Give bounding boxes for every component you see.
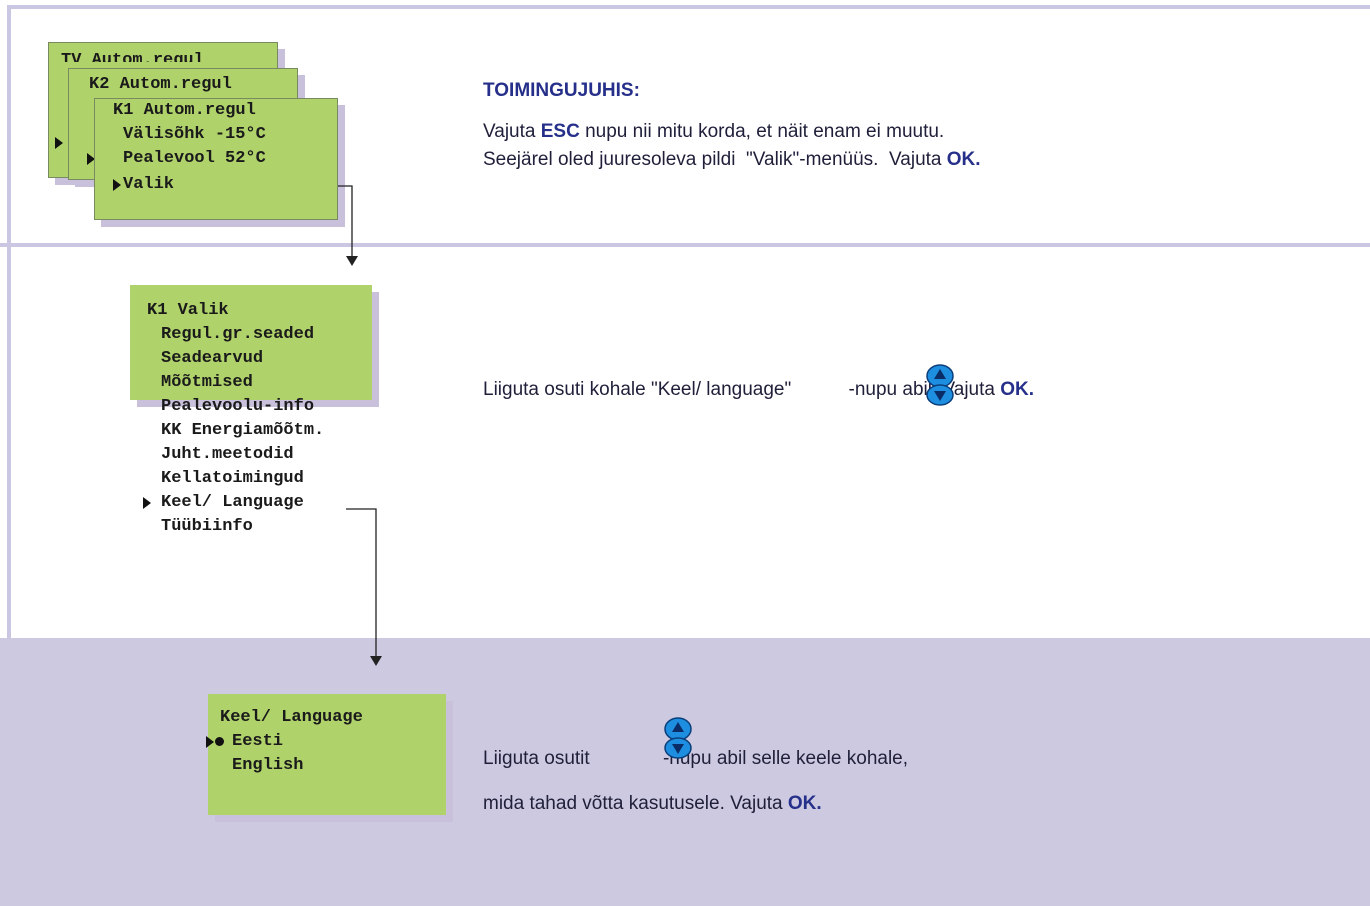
step1-line1-pre: Vajuta bbox=[483, 121, 541, 142]
step2-panel-border bbox=[7, 247, 11, 642]
ok-key-label-1: OK. bbox=[946, 149, 981, 170]
step3-line2-pre: mida tahad võtta kasutusele. Vajuta bbox=[483, 793, 788, 814]
language-screen-title: Keel/ Language bbox=[220, 708, 363, 727]
menu-item-tyyp: Tüübiinfo bbox=[161, 517, 253, 536]
step3-instruction-line1: Liiguta osutit -nupu abil selle keele ko… bbox=[483, 745, 908, 773]
panel-separator bbox=[0, 243, 1370, 247]
language-option-english: English bbox=[232, 756, 304, 775]
menu-item-keel: Keel/ Language bbox=[161, 493, 304, 512]
esc-key-label: ESC bbox=[540, 121, 580, 142]
menu-pointer-icon bbox=[143, 497, 151, 509]
step2-instr-post: -nupu abil. Vajuta bbox=[843, 379, 1001, 400]
up-down-arrow-button-icon bbox=[926, 364, 954, 406]
menu-item-regul: Regul.gr.seaded bbox=[161, 325, 315, 344]
lcd-screen-language: Keel/ Language Eesti English bbox=[206, 694, 446, 815]
valik-menu-title: K1 Valik bbox=[147, 301, 229, 320]
language-option-eesti: Eesti bbox=[232, 732, 284, 751]
step2-instr-pre: Liiguta osuti kohale "Keel/ language" bbox=[483, 379, 792, 400]
lcd-k1-outdoor-temp: Välisõhk -15°C bbox=[123, 125, 266, 144]
lcd-screen-k1: K1 Autom.regul Välisõhk -15°C Pealevool … bbox=[94, 98, 338, 220]
menu-item-kella: Kellatoimingud bbox=[161, 469, 304, 488]
lcd-k1-valik: Valik bbox=[123, 175, 175, 194]
ok-key-label-2: OK. bbox=[1000, 379, 1035, 400]
lcd-k1-supply-temp: Pealevool 52°C bbox=[123, 149, 266, 168]
step3-instruction-line2: mida tahad võtta kasutusele. Vajuta OK. bbox=[483, 790, 822, 818]
instructions-heading: TOIMINGUJUHIS: bbox=[483, 80, 640, 101]
menu-item-mootmised: Mõõtmised bbox=[161, 373, 253, 392]
menu-item-juht: Juht.meetodid bbox=[161, 445, 294, 464]
lcd-k2-title: K2 Autom.regul bbox=[89, 75, 232, 94]
lcd-tv-title: TV Autom.regul bbox=[61, 51, 204, 62]
step3-line1-pre: Liiguta osutit bbox=[483, 748, 590, 769]
step1-instruction-line2: Seejärel oled juuresoleva pildi "Valik"-… bbox=[483, 146, 981, 174]
step1-line2-pre: Seejärel oled juuresoleva pildi "Valik"-… bbox=[483, 149, 947, 170]
lcd-tv-pointer-icon bbox=[55, 137, 63, 149]
ok-key-label-3: OK. bbox=[787, 793, 822, 814]
step1-line1-post: nupu nii mitu korda, et näit enam ei muu… bbox=[579, 121, 945, 142]
step3-line1-post: -nupu abil selle keele kohale, bbox=[657, 748, 909, 769]
lcd-screen-valik bbox=[130, 285, 372, 400]
language-selected-dot-icon bbox=[215, 737, 224, 746]
lcd-k2-pointer-icon bbox=[87, 153, 95, 165]
step1-instruction-line1: Vajuta ESC nupu nii mitu korda, et näit … bbox=[483, 118, 944, 146]
lcd-k1-pointer-icon bbox=[113, 179, 121, 191]
lcd-k1-title: K1 Autom.regul bbox=[113, 101, 256, 120]
menu-item-pealevoolu: Pealevoolu-info bbox=[161, 397, 315, 416]
menu-item-energia: KK Energiamõõtm. bbox=[161, 421, 325, 440]
up-down-arrow-button-icon-2 bbox=[664, 717, 692, 759]
menu-item-seadearvud: Seadearvud bbox=[161, 349, 264, 368]
language-pointer-icon bbox=[206, 736, 214, 748]
